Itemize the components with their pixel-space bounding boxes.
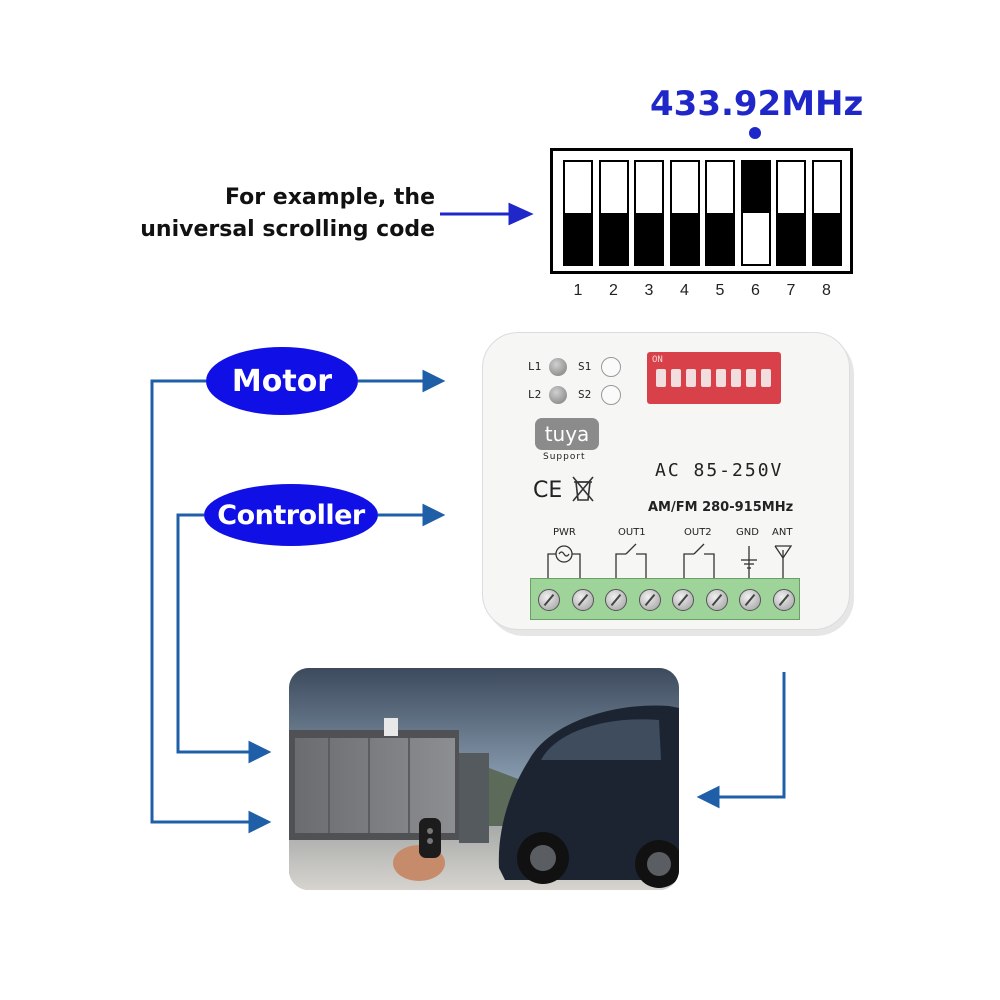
dip-switch-diagram [550,148,853,274]
dip-switch-3 [634,160,664,266]
dip-switch-6 [740,160,771,266]
device-dip-lever [761,369,771,387]
led-l1-label: L1 [528,360,542,373]
device-dip-on-label: ON [652,355,663,365]
terminal-symbols [547,543,793,578]
terminal-screw [538,589,560,611]
terminal-screw [571,589,594,611]
antenna-icon [774,545,793,578]
voltage-label: AC 85-250V [655,460,784,481]
controller-label: Controller [204,484,378,546]
button-s1 [601,357,621,377]
dip-lever [813,213,840,264]
terminal-label-ant: ANT [772,527,793,538]
dip-switch-number: 4 [680,282,689,299]
terminal-screw [672,589,694,611]
device-dip-lever [671,369,681,387]
terminal-label-pwr: PWR [553,527,576,538]
gate-car-photo [289,668,679,890]
device-dip-switch [647,352,781,404]
out2-relay-icon [683,543,715,578]
dip-switch-number: 5 [715,282,725,299]
terminal-label-out2: OUT2 [684,527,712,538]
led-l2-label: L2 [528,388,542,401]
dip-switch-number: 2 [609,282,618,299]
dip-switch-5 [705,160,735,266]
frequency-marker-dot [749,127,761,139]
motor-to-device-arrow [358,369,446,393]
dip-switch-number: 8 [822,282,831,299]
dip-switch-7 [776,160,806,266]
led-l1 [549,358,567,376]
dip-lever [600,213,627,264]
device-dip-lever [686,369,696,387]
example-caption-line2: universal scrolling code [140,217,435,242]
device-dip-lever [716,369,726,387]
frequency-title: 433.92MHz [650,84,864,124]
dip-lever [636,213,662,264]
ground-icon [741,546,757,578]
device-to-photo-arrow [696,672,786,809]
dip-switch-number: 3 [644,282,654,299]
terminal-label-gnd: GND [736,527,759,538]
terminal-screw [772,589,795,611]
terminal-label-out1: OUT1 [618,527,646,538]
dip-switch-number: 6 [751,282,760,299]
dip-switch-1 [563,160,593,266]
frequency-range-label: AM/FM 280-915MHz [648,500,794,515]
terminal-screw [638,589,661,611]
support-label: Support [543,452,586,462]
example-arrow [440,202,534,226]
device-dip-lever [656,369,666,387]
motor-label: Motor [206,347,358,415]
ce-mark: CE [533,478,563,503]
dip-lever [707,213,733,264]
out1-relay-icon [615,543,647,578]
device-dip-lever [731,369,741,387]
button-s2-label: S2 [578,388,592,401]
dip-lever [671,213,698,264]
motor-to-photo-arrow [150,379,272,834]
dip-switch-number: 7 [786,282,796,299]
dip-lever [742,162,769,213]
dip-lever [565,213,591,264]
led-l2 [549,386,567,404]
controller-to-device-arrow [378,503,446,527]
example-caption-line1: For example, the [225,185,435,210]
pwr-symbol-icon [547,545,581,578]
dip-switch-number: 1 [573,282,583,299]
dip-switch-8 [811,160,842,266]
dip-lever [778,213,804,264]
device-dip-lever [746,369,756,387]
dip-switch-2 [598,160,629,266]
example-caption: For example, the universal scrolling cod… [130,182,435,246]
tuya-logo: tuya [535,418,599,450]
controller-to-photo-arrow [176,513,272,764]
gate-car-scene [289,668,679,890]
button-s1-label: S1 [578,360,592,373]
device-dip-lever [701,369,711,387]
terminal-screw [705,589,728,611]
terminal-screw [739,589,761,611]
button-s2 [601,385,621,405]
terminal-screw [605,589,627,611]
weee-bin-icon [572,476,594,502]
dip-switch-4 [669,160,700,266]
